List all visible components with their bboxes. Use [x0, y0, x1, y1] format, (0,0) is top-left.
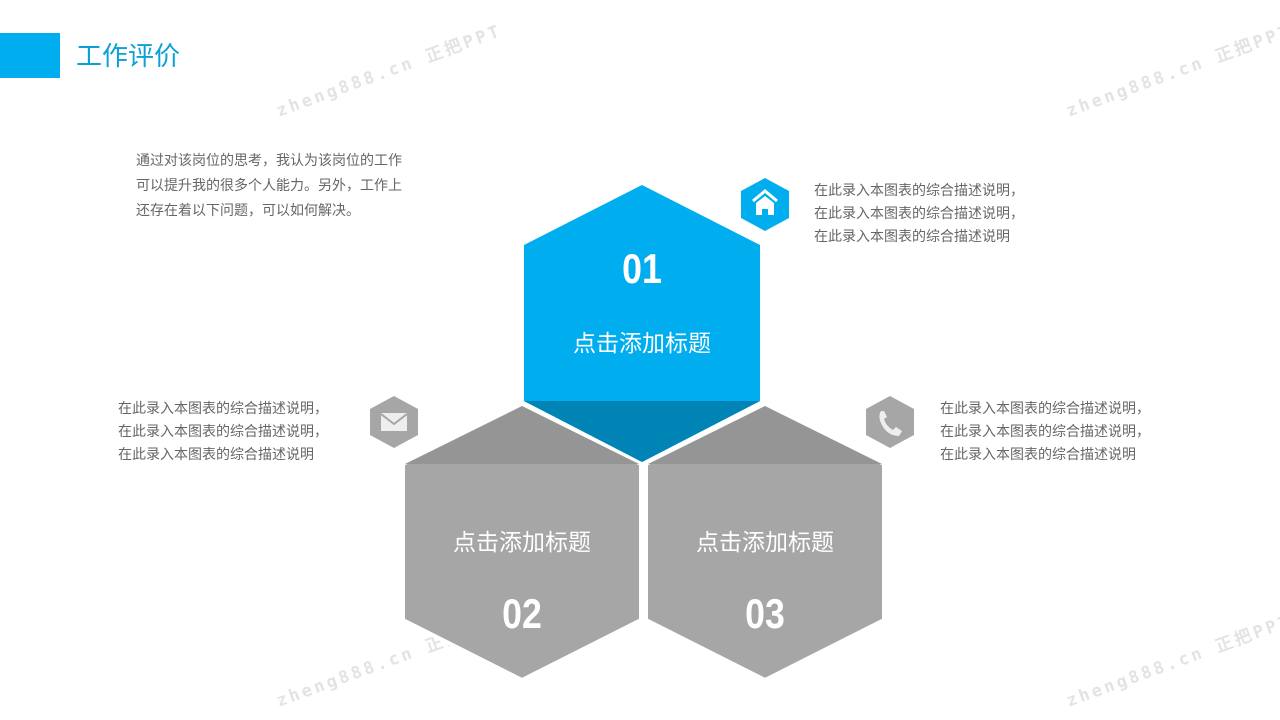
- desc-line: 在此录入本图表的综合描述说明: [118, 447, 314, 463]
- item-01-description: 在此录入本图表的综合描述说明， 在此录入本图表的综合描述说明， 在此录入本图表的…: [814, 180, 1024, 249]
- desc-line: 在此录入本图表的综合描述说明，: [940, 401, 1150, 417]
- desc-line: 在此录入本图表的综合描述说明，: [814, 206, 1024, 222]
- desc-line: 在此录入本图表的综合描述说明，: [118, 424, 328, 440]
- item-03-description: 在此录入本图表的综合描述说明， 在此录入本图表的综合描述说明， 在此录入本图表的…: [940, 398, 1150, 467]
- intro-text: 通过对该岗位的思考，我认为该岗位的工作 可以提升我的很多个人能力。另外，工作上 …: [136, 149, 402, 224]
- hexagon-03-title[interactable]: 点击添加标题: [696, 530, 834, 556]
- phone-icon: [866, 396, 914, 448]
- desc-line: 在此录入本图表的综合描述说明，: [814, 183, 1024, 199]
- desc-line: 在此录入本图表的综合描述说明，: [118, 401, 328, 417]
- hexagon-01[interactable]: [524, 185, 760, 462]
- home-icon: [741, 178, 789, 231]
- title-accent-bar: [0, 33, 60, 78]
- hexagon-01-number: 01: [622, 245, 662, 292]
- mail-icon: [370, 396, 418, 448]
- hexagon-03-number: 03: [745, 590, 785, 637]
- intro-line: 可以提升我的很多个人能力。另外，工作上: [136, 178, 402, 194]
- desc-line: 在此录入本图表的综合描述说明，: [940, 424, 1150, 440]
- hexagon-01-title[interactable]: 点击添加标题: [573, 331, 711, 357]
- hexagon-02-number: 02: [502, 590, 542, 637]
- intro-line: 还存在着以下问题，可以如何解决。: [136, 203, 360, 219]
- intro-line: 通过对该岗位的思考，我认为该岗位的工作: [136, 153, 402, 169]
- hexagon-02[interactable]: [401, 401, 643, 683]
- page-title: 工作评价: [76, 42, 181, 72]
- hexagon-03[interactable]: [644, 401, 886, 683]
- desc-line: 在此录入本图表的综合描述说明: [814, 229, 1010, 245]
- desc-line: 在此录入本图表的综合描述说明: [940, 447, 1136, 463]
- hexagon-02-title[interactable]: 点击添加标题: [453, 530, 591, 556]
- item-02-description: 在此录入本图表的综合描述说明， 在此录入本图表的综合描述说明， 在此录入本图表的…: [118, 398, 328, 467]
